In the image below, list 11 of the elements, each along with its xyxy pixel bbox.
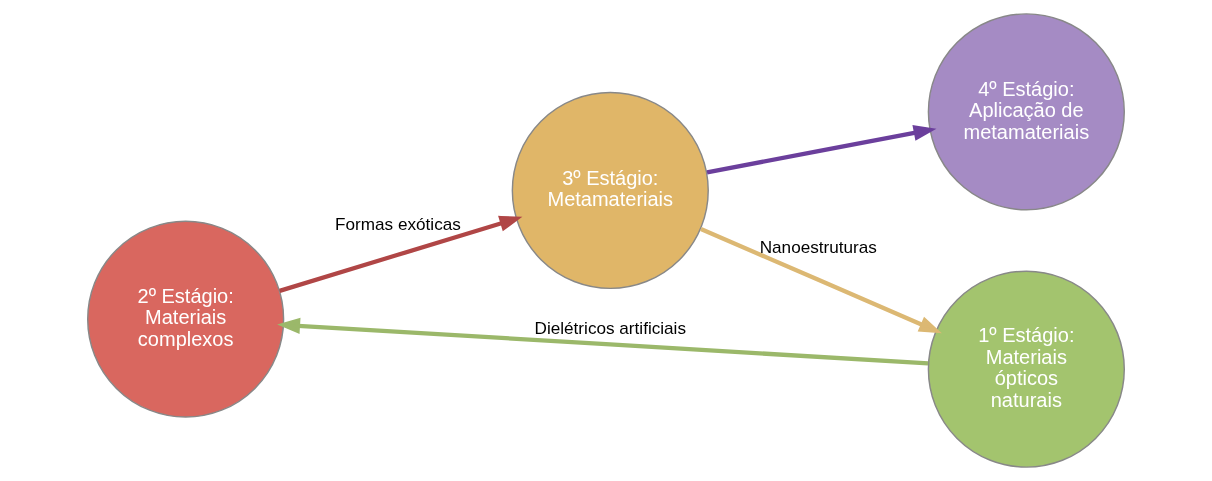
arrow xyxy=(279,215,523,293)
edge-label: Nanoestruturas xyxy=(759,236,877,257)
node-circle: 2º Estágio: Materiais complexos xyxy=(87,220,285,418)
edge-label: Formas exóticas xyxy=(335,213,461,234)
edge-label: Dielétricos artificiais xyxy=(534,318,687,339)
node-circle: 1º Estágio: Materiais ópticos naturais xyxy=(927,270,1125,468)
arrow xyxy=(277,317,929,366)
arrow xyxy=(706,125,937,175)
arrow xyxy=(700,227,942,334)
node-circle: 4º Estágio: Aplicação de metamateriais xyxy=(927,13,1125,211)
node-circle: 3º Estágio: Metamateriais xyxy=(511,91,709,290)
